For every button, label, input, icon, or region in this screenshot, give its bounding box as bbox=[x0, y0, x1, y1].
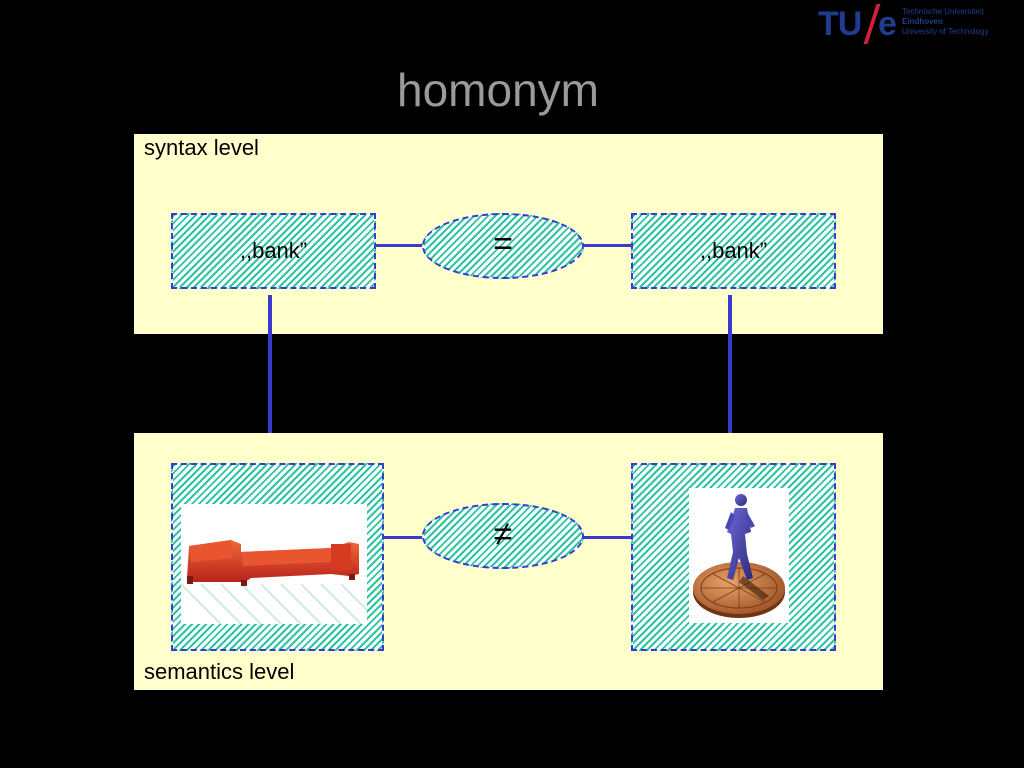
syntax-right-word: ,,bank” bbox=[699, 238, 768, 263]
syntax-equal-ellipse: = bbox=[422, 213, 584, 279]
syntax-level-label: syntax level bbox=[144, 135, 259, 160]
logo-mark: TU bbox=[818, 5, 862, 43]
syntax-right-word-box: ,,bank” bbox=[631, 213, 836, 289]
logo-line-3: University of Technology bbox=[902, 27, 989, 36]
logo-line-1: Technische Universiteit bbox=[902, 7, 984, 16]
person-on-coin-image bbox=[689, 488, 789, 623]
syntax-left-connector bbox=[376, 244, 424, 247]
logo-line-2: Eindhoven bbox=[902, 17, 943, 26]
semantics-notequal-ellipse: ≠ bbox=[422, 503, 584, 569]
syntax-right-connector bbox=[583, 244, 633, 247]
syntax-left-word: ,,bank” bbox=[239, 238, 308, 263]
tue-logo: TU e Technische Universiteit Eindhoven U… bbox=[818, 4, 1018, 44]
semantics-level-label: semantics level bbox=[144, 659, 295, 684]
equals-symbol: = bbox=[493, 225, 513, 263]
sofa-icon bbox=[181, 504, 367, 624]
semantics-left-connector bbox=[384, 536, 424, 539]
not-equal-symbol: ≠ bbox=[493, 515, 513, 553]
syntax-left-word-box: ,,bank” bbox=[171, 213, 376, 289]
sofa-image bbox=[181, 504, 367, 624]
logo-mark-e: e bbox=[878, 5, 897, 43]
left-down-arrow-line bbox=[268, 295, 272, 443]
slide-title: homonym bbox=[397, 64, 599, 116]
person-on-coin-icon bbox=[689, 488, 789, 623]
semantics-right-connector bbox=[583, 536, 633, 539]
right-down-arrow-line bbox=[728, 295, 732, 443]
logo-text: Technische Universiteit Eindhoven Univer… bbox=[902, 7, 989, 37]
